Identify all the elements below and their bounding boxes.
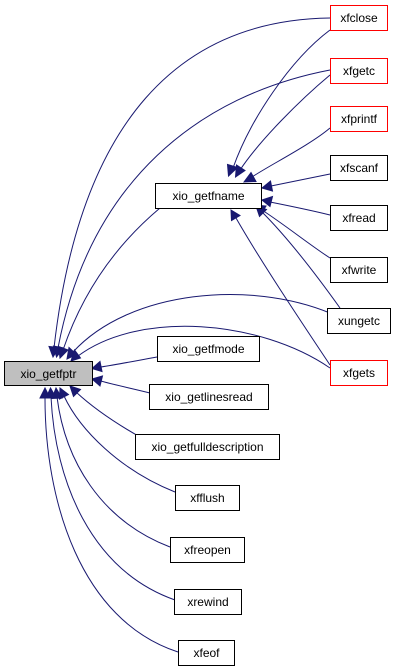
edge-xio-getfmode-to-xio-getfptr	[90, 356, 158, 373]
edge-xfprintf-to-xio-getfname	[242, 127, 331, 183]
edge-xungetc-to-xio-getfptr	[66, 294, 331, 360]
node-label: xfwrite	[342, 263, 377, 277]
edge-xrewind-to-xio-getfptr	[45, 386, 176, 601]
edge-xfclose-to-xio-getfname	[226, 29, 331, 178]
edge-xio-getlinesread-to-xio-getfptr	[90, 375, 151, 394]
node-xfflush[interactable]: xfflush	[175, 485, 240, 511]
edge-xfscanf-to-xio-getfname	[260, 173, 331, 192]
node-xfeof[interactable]: xfeof	[178, 640, 235, 666]
node-label: xio_getlinesread	[165, 390, 252, 404]
edge-xfgets-to-xio-getfptr	[70, 325, 331, 369]
node-xfread[interactable]: xfread	[330, 205, 388, 231]
node-label: xio_getfulldescription	[151, 440, 263, 454]
node-xio-getfulldescription[interactable]: xio_getfulldescription	[135, 434, 280, 460]
node-label: xfeof	[193, 646, 220, 660]
edge-xfreopen-to-xio-getfptr	[51, 386, 171, 548]
node-xfscanf[interactable]: xfscanf	[330, 155, 388, 181]
node-label: xfreopen	[184, 543, 231, 557]
edge-xfwrite-to-xio-getfname	[254, 204, 331, 259]
node-label: xfprintf	[341, 112, 378, 126]
node-label: xfflush	[190, 491, 224, 505]
node-label: xio_getfname	[172, 189, 244, 203]
node-xio-getfmode[interactable]: xio_getfmode	[157, 336, 260, 362]
node-xfgetc[interactable]: xfgetc	[330, 58, 388, 84]
node-xfprintf[interactable]: xfprintf	[330, 106, 388, 132]
node-xio-getfname[interactable]: xio_getfname	[155, 183, 262, 209]
node-label: xungetc	[338, 314, 380, 328]
node-xfgets[interactable]: xfgets	[330, 360, 388, 386]
node-label: xfclose	[340, 11, 378, 25]
node-label: xfgets	[343, 366, 375, 380]
node-xio-getlinesread[interactable]: xio_getlinesread	[149, 384, 269, 410]
node-label: xfscanf	[340, 161, 379, 175]
node-xungetc[interactable]: xungetc	[327, 308, 391, 334]
node-xrewind[interactable]: xrewind	[174, 589, 242, 615]
node-label: xio_getfptr	[20, 367, 76, 381]
node-label: xio_getfmode	[172, 342, 244, 356]
edge-xfgets-to-xio-getfname	[230, 209, 331, 366]
node-xfwrite[interactable]: xfwrite	[330, 257, 388, 283]
node-label: xfread	[342, 211, 375, 225]
node-label: xrewind	[187, 595, 228, 609]
edge-xio-getfulldescription-to-xio-getfptr	[69, 385, 141, 438]
node-xfreopen[interactable]: xfreopen	[170, 537, 245, 563]
edge-xfeof-to-xio-getfptr	[39, 386, 179, 653]
edge-xfgetc-to-xio-getfname	[234, 74, 331, 179]
node-xfclose[interactable]: xfclose	[330, 5, 388, 31]
node-xio-getfptr[interactable]: xio_getfptr	[4, 361, 93, 386]
edge-xfread-to-xio-getfname	[260, 195, 331, 216]
edge-xio-getfname-to-xio-getfptr	[57, 207, 161, 360]
edge-xungetc-to-xio-getfname	[255, 205, 341, 309]
node-label: xfgetc	[343, 64, 375, 78]
